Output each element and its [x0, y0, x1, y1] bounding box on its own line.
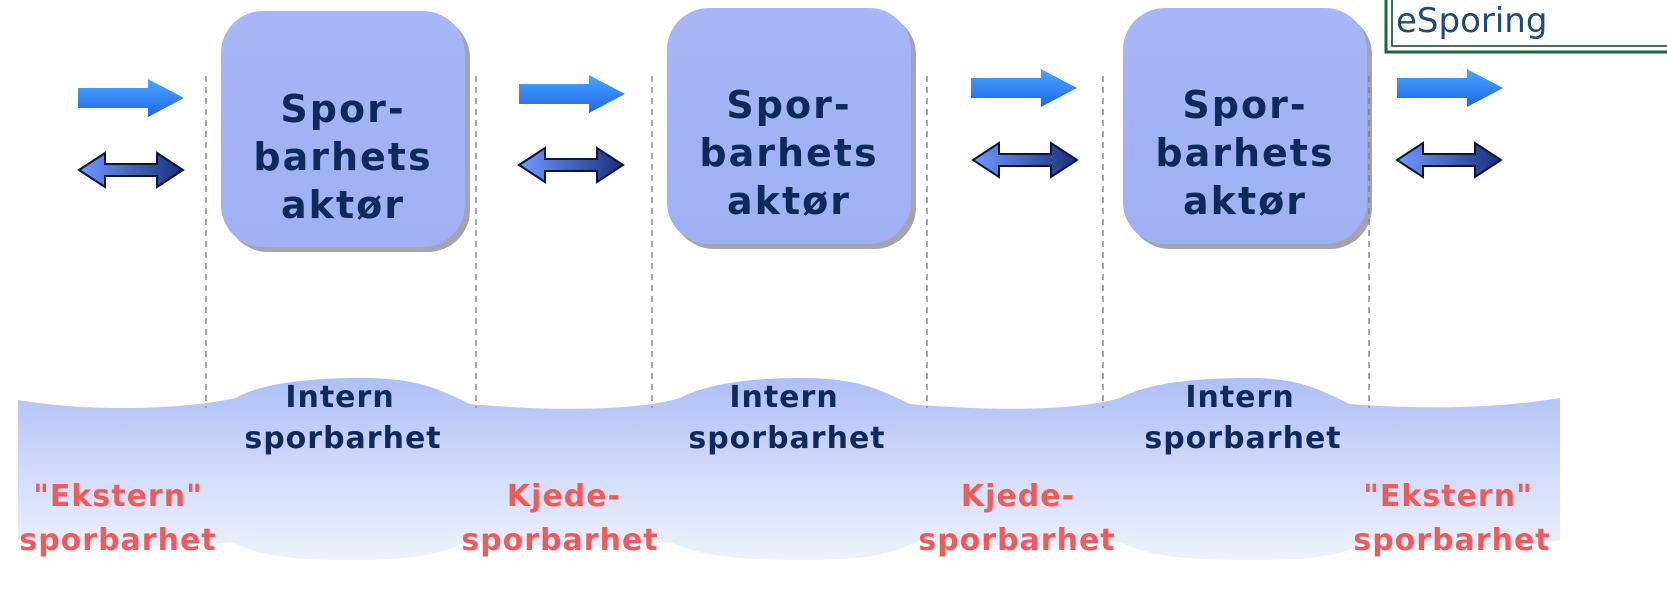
- exchange-arrow: [517, 146, 625, 184]
- actor-label-line2: barhets: [253, 135, 432, 179]
- internal-label: Intern sporbarhet: [1144, 380, 1341, 456]
- boundary-label: Kjede- sporbarhet: [461, 479, 658, 558]
- flow-arrow: [519, 75, 625, 113]
- actor-label-line2: barhets: [1155, 131, 1334, 175]
- internal-label-line2: sporbarhet: [688, 421, 885, 456]
- esporing-logo: eSporing: [1384, 0, 1667, 54]
- actor-label-line3: aktør: [727, 179, 851, 223]
- internal-label-line1: Intern: [729, 380, 838, 415]
- flow-arrow: [1397, 69, 1503, 107]
- boundary-label-line1: "Ekstern": [1363, 479, 1532, 514]
- boundary-label-line1: Kjede-: [961, 479, 1075, 514]
- boundary-label: "Ekstern" sporbarhet: [19, 479, 216, 558]
- exchange-arrows: [77, 141, 1503, 189]
- internal-label: Intern sporbarhet: [244, 380, 441, 456]
- actor-label-line1: Spor-: [1182, 83, 1307, 127]
- actor-label-line1: Spor-: [280, 87, 405, 131]
- boundary-lines: [205, 76, 1370, 408]
- boundary-label-line2: sporbarhet: [461, 523, 658, 558]
- boundary-label-line2: sporbarhet: [1353, 523, 1550, 558]
- boundary-label-line2: sporbarhet: [19, 523, 216, 558]
- actor-label-line3: aktør: [1183, 179, 1307, 223]
- logo-text: eSporing: [1396, 1, 1547, 41]
- actor-box: Spor- barhets aktør: [667, 8, 916, 249]
- internal-label-line2: sporbarhet: [1144, 421, 1341, 456]
- flow-arrows: [78, 69, 1503, 117]
- boundary-label: Kjede- sporbarhet: [918, 479, 1115, 558]
- actor-box: Spor- barhets aktør: [221, 11, 470, 252]
- actor-label-line1: Spor-: [726, 83, 851, 127]
- boundary-label-line2: sporbarhet: [918, 523, 1115, 558]
- flow-arrow: [78, 79, 184, 117]
- internal-label-line1: Intern: [285, 380, 394, 415]
- exchange-arrow: [77, 151, 185, 189]
- boundary-label: "Ekstern" sporbarhet: [1353, 479, 1550, 558]
- internal-label-line1: Intern: [1185, 380, 1294, 415]
- boundary-label-line1: "Ekstern": [33, 479, 202, 514]
- actor-label-line2: barhets: [699, 131, 878, 175]
- boundary-label-line1: Kjede-: [507, 479, 621, 514]
- flow-arrow: [971, 69, 1077, 107]
- exchange-arrow: [971, 141, 1079, 179]
- internal-label-line2: sporbarhet: [244, 421, 441, 456]
- internal-label: Intern sporbarhet: [688, 380, 885, 456]
- actor-box: Spor- barhets aktør: [1123, 8, 1372, 249]
- actor-label-line3: aktør: [281, 183, 405, 227]
- traceability-band: [18, 378, 1560, 560]
- exchange-arrow: [1395, 141, 1503, 179]
